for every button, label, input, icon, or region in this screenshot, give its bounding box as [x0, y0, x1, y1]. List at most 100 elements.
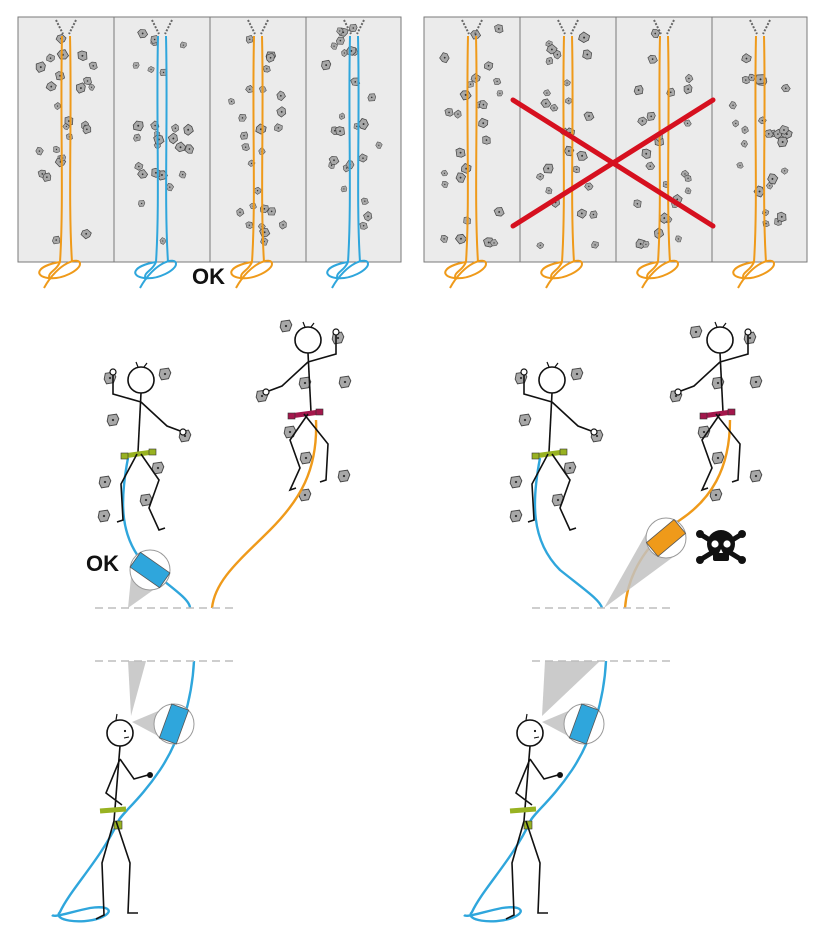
rope-coil	[540, 259, 584, 289]
climbing-hold	[684, 174, 692, 182]
climbing-hold	[334, 126, 346, 137]
belayer-leg	[505, 820, 525, 920]
orange-rope	[210, 419, 318, 609]
rope-strand	[571, 35, 575, 263]
belayer-hand	[557, 772, 563, 778]
rope-coil	[326, 259, 370, 289]
climber-body	[548, 392, 553, 453]
skull-eye	[711, 540, 719, 548]
bone-end	[738, 556, 746, 564]
climber-body	[719, 352, 724, 413]
belayer-arm	[529, 758, 559, 780]
sight-cone	[128, 661, 146, 716]
bone-end	[738, 530, 746, 538]
rope-coil	[38, 259, 82, 289]
harness-buckle	[287, 412, 296, 420]
climber-arm	[551, 401, 595, 433]
climbing-hold	[348, 23, 358, 33]
climber-head	[706, 326, 734, 354]
climber-leg	[288, 413, 309, 492]
climber-hand	[520, 368, 528, 376]
rope-strand	[336, 35, 351, 281]
belayer-leg	[95, 820, 115, 920]
rope-closeup	[158, 703, 190, 745]
rope-strand	[742, 35, 757, 281]
climber-leg	[140, 453, 166, 531]
belayer-harness	[509, 806, 537, 814]
belayer-arm	[105, 758, 123, 806]
rope-strand	[240, 35, 255, 281]
belayer-leg	[525, 820, 548, 914]
climbing-hold	[646, 111, 656, 121]
bone-end	[696, 556, 704, 564]
red-x-icon	[510, 97, 716, 229]
rope-strand	[550, 35, 565, 281]
climbing-hold	[709, 488, 723, 502]
climbing-hold	[749, 469, 763, 483]
incorrect-belay-scene	[463, 321, 763, 923]
climber-hand	[674, 388, 682, 396]
belayer-hair	[525, 713, 528, 721]
climber-hair	[302, 321, 315, 328]
climbing-hold	[299, 451, 313, 465]
climbing-hold	[509, 475, 523, 489]
climber-leg	[715, 413, 741, 483]
belayer-arm	[119, 758, 149, 780]
climber-hand	[109, 368, 117, 376]
climber-arm	[677, 361, 721, 393]
belayer-head	[106, 719, 134, 747]
climber-head	[294, 326, 322, 354]
skull-eye	[723, 540, 731, 548]
climbing-hold	[455, 147, 466, 158]
harness-buckle	[727, 408, 736, 416]
climbing-hold	[749, 375, 763, 389]
anchor-chain-icon	[461, 19, 483, 35]
ok-label-middle: OK	[86, 551, 119, 576]
anchor-chain-icon	[749, 19, 771, 35]
climbing-hold	[689, 325, 703, 339]
ok-label-top: OK	[192, 264, 225, 289]
harness-buckle	[315, 408, 324, 416]
climbing-hold	[283, 425, 297, 439]
climbing-hold	[158, 367, 172, 381]
harness-buckle	[148, 448, 157, 456]
climber-leg	[527, 453, 549, 523]
belayer-head	[516, 719, 544, 747]
climber-leg	[551, 453, 577, 531]
rope-closeup	[645, 518, 687, 558]
rope-strand	[667, 35, 671, 263]
climbing-hold	[633, 84, 644, 96]
climbing-hold	[494, 24, 504, 34]
correct-belay-scene	[51, 319, 352, 923]
anchor-chain-icon	[151, 19, 173, 35]
rope-strand	[454, 35, 469, 281]
blue-rope	[51, 660, 196, 923]
skull	[707, 530, 735, 558]
top-ropes	[444, 19, 776, 289]
belayer-hand	[147, 772, 153, 778]
blue-rope	[533, 457, 604, 609]
rope-strand	[357, 35, 361, 263]
skull-crossbones-icon	[696, 530, 746, 564]
anchor-chain-icon	[653, 19, 675, 35]
rope-strand	[763, 35, 767, 263]
climbing-hold	[337, 469, 351, 483]
climbing-hold	[711, 451, 725, 465]
anchor-chain-icon	[55, 19, 77, 35]
climber-body	[307, 352, 312, 413]
rope-strand	[475, 35, 479, 263]
climber-arm	[307, 334, 337, 363]
climbing-hold	[138, 199, 146, 208]
climber-arm	[112, 374, 142, 403]
climber-arm	[719, 334, 749, 363]
anchor-chain-icon	[343, 19, 365, 35]
climbing-hold	[563, 461, 577, 475]
climbing-hold	[279, 319, 293, 333]
climbing-hold	[320, 59, 332, 71]
belayer-leg	[115, 820, 138, 914]
climbing-hold	[338, 375, 352, 389]
climbing-hold	[97, 509, 111, 523]
rope-strand	[261, 35, 265, 263]
skull-jaw	[713, 552, 729, 561]
